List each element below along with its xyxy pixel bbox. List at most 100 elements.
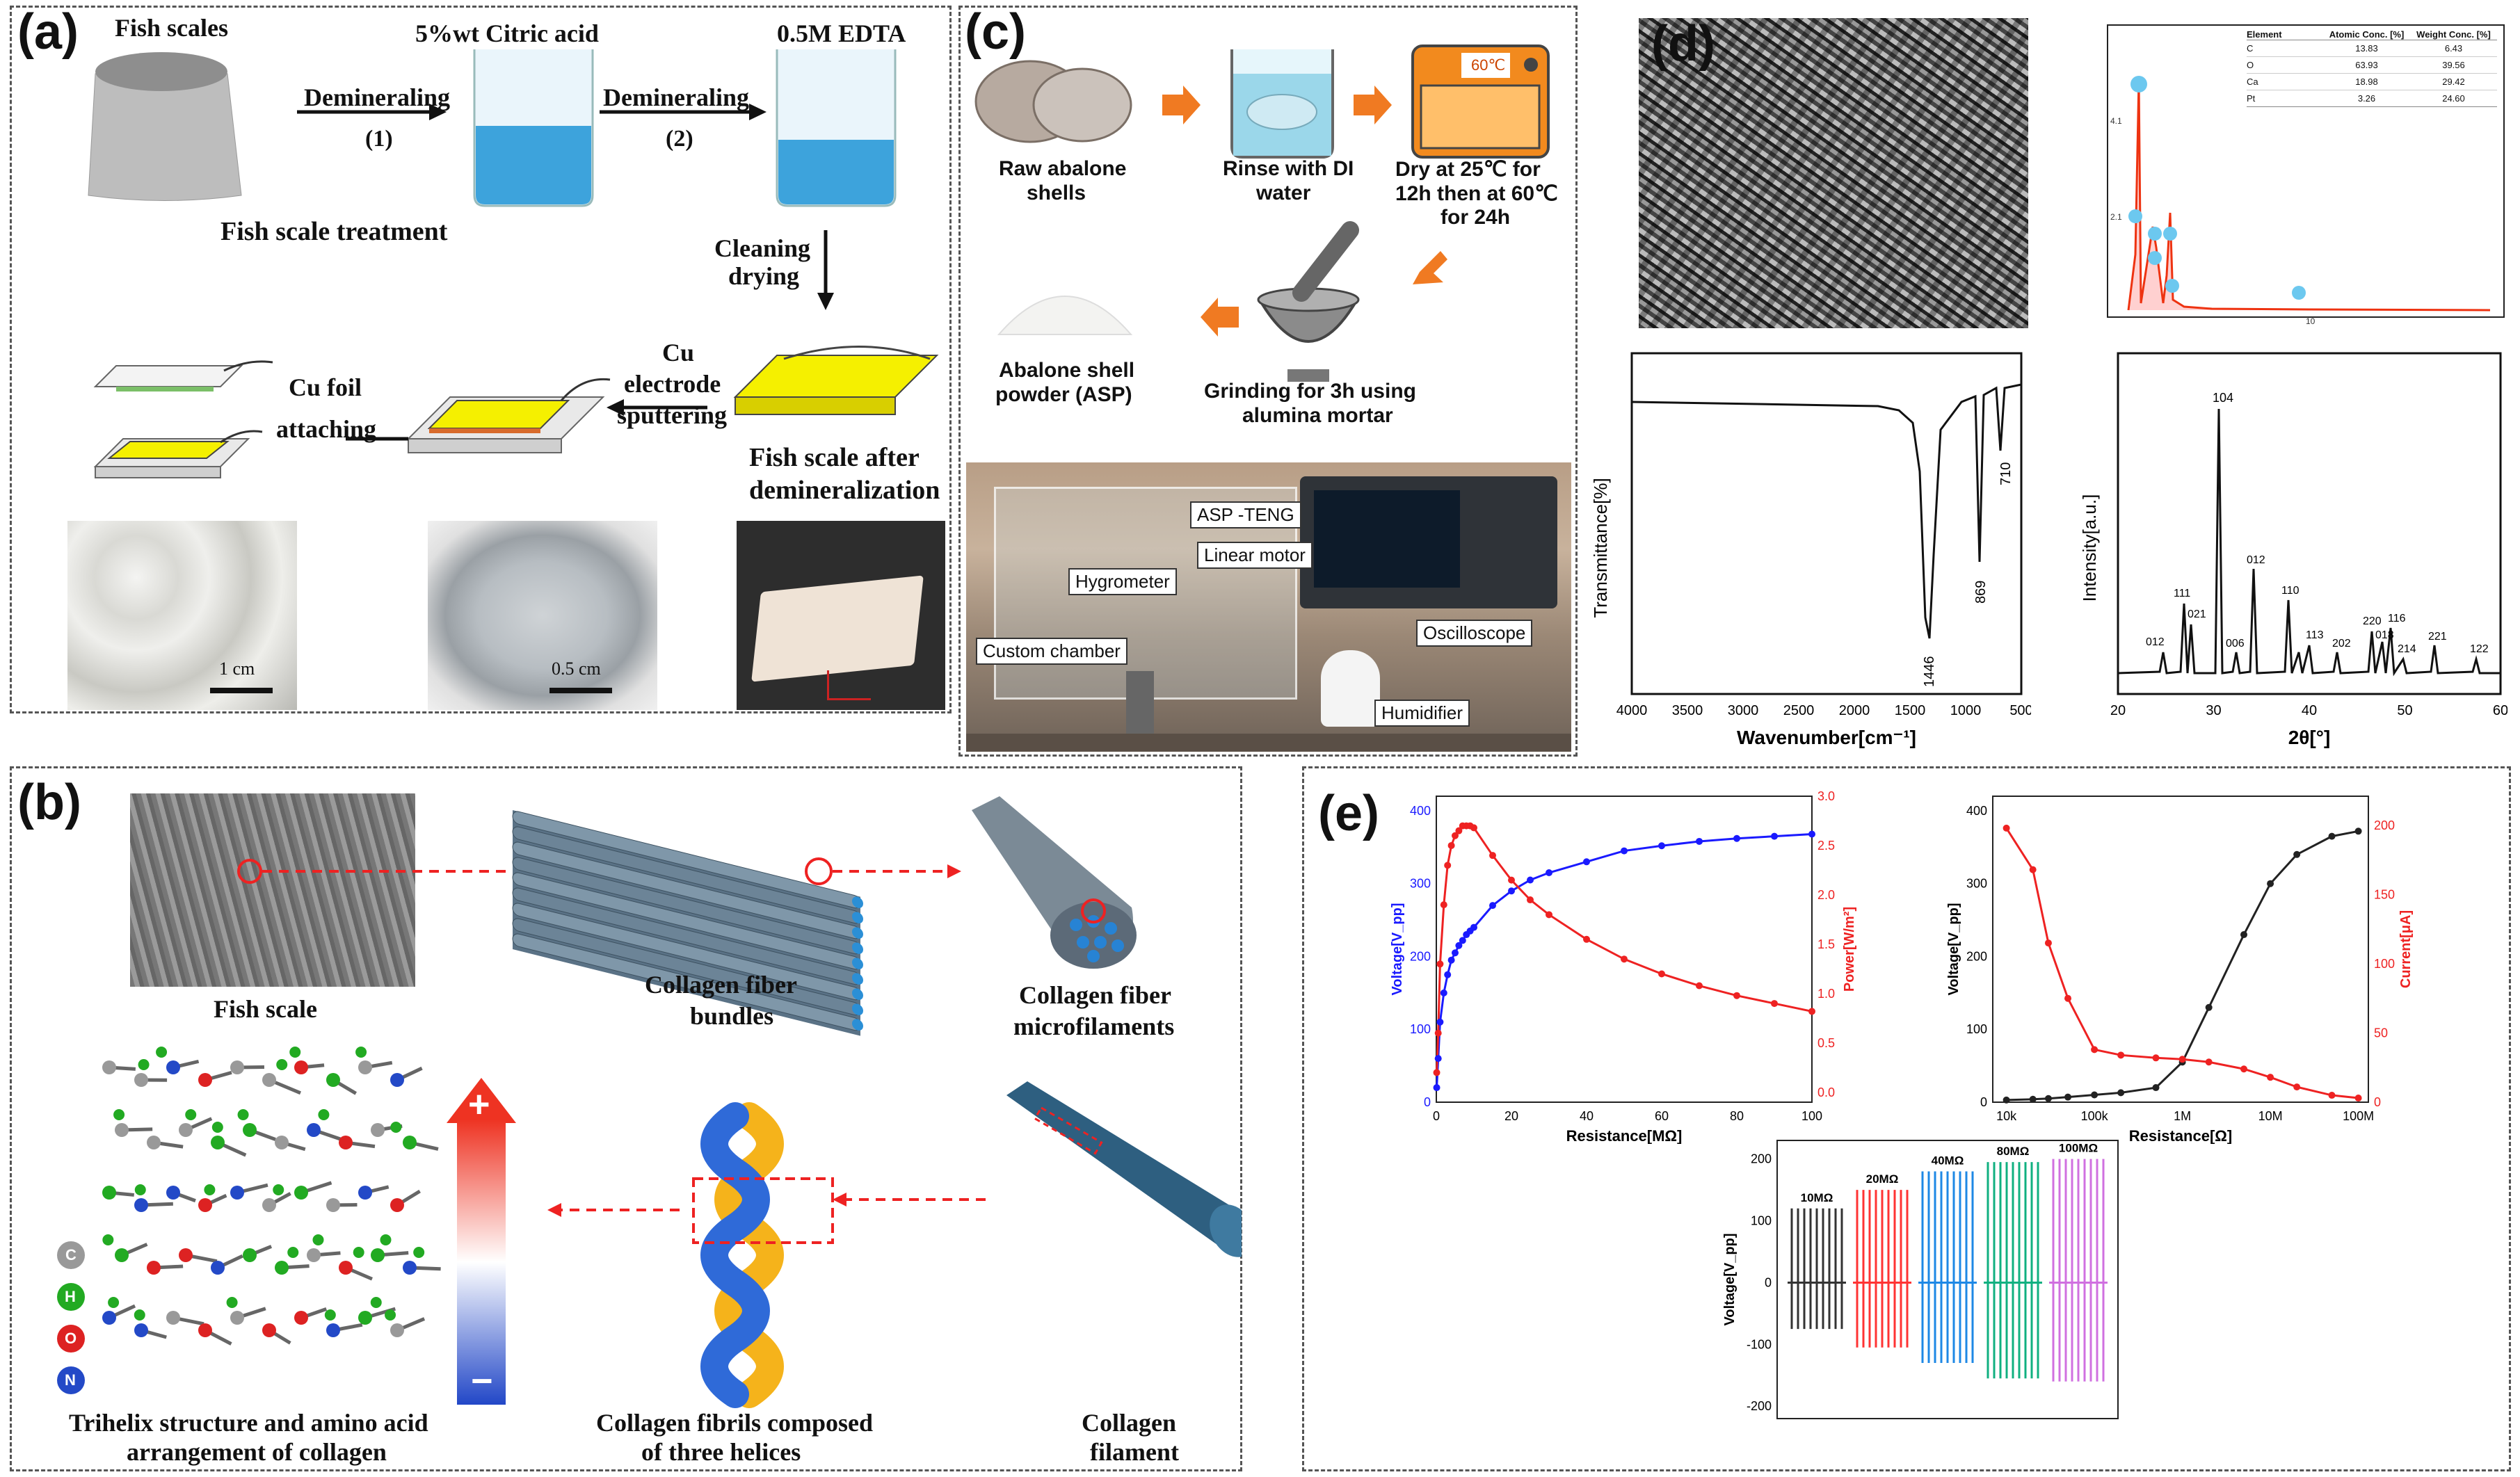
xrd-peak: 104: [2213, 391, 2233, 405]
xrd-peak: 012: [2146, 636, 2165, 648]
current-point: [2240, 1065, 2248, 1073]
x-tick-label: 80: [1730, 1109, 1744, 1123]
ftir-tick-label: 1500: [1895, 703, 1926, 718]
y2-axis-label: Power[W/m²]: [1842, 907, 1857, 992]
atom: [102, 1311, 116, 1325]
atom: [166, 1060, 180, 1074]
plus-sign: +: [468, 1083, 490, 1125]
atom: [371, 1123, 385, 1137]
atom: [294, 1186, 308, 1200]
power-point: [1771, 1000, 1778, 1008]
current-point: [2328, 1092, 2336, 1099]
atom: [353, 1247, 364, 1258]
label-custom-chamber: Custom chamber: [976, 638, 1127, 665]
atom: [237, 1109, 249, 1120]
y-axis-label: Voltage[V_pp]: [1722, 1234, 1737, 1326]
current-point: [2091, 1046, 2098, 1054]
xrd-peak: 012: [2247, 554, 2265, 566]
label-electrode: electrode: [624, 370, 721, 398]
atom: [324, 1309, 336, 1321]
label-dry-3: for 24h: [1440, 206, 1511, 229]
label-trihelix-2: arrangement of collagen: [127, 1438, 387, 1466]
y-tick-label: 100: [1410, 1022, 1431, 1036]
atom: [102, 1060, 116, 1074]
y-tick-label: 0: [1424, 1095, 1431, 1109]
eds-header-element: Element: [2247, 29, 2282, 40]
sem-image: [1639, 18, 2028, 328]
atom-n: N: [65, 1371, 76, 1389]
atom: [358, 1186, 372, 1200]
x-tick-label: 10k: [1996, 1109, 2017, 1123]
y2-tick-label: 1.5: [1817, 937, 1835, 951]
label-raw-1: Raw abalone: [999, 157, 1127, 180]
eds-cell: 39.56: [2442, 60, 2465, 70]
y2-tick-label: 0: [2374, 1095, 2381, 1109]
voltage-point: [1452, 949, 1459, 957]
scale-bar-1cm: 1 cm: [219, 659, 255, 679]
y2-tick-label: 2.5: [1817, 839, 1835, 853]
atom: [326, 1073, 340, 1087]
label-dry-1: Dry at 25℃ for: [1395, 158, 1541, 181]
atom: [413, 1247, 425, 1258]
y-axis-label: Voltage[V_pp]: [1946, 903, 1961, 996]
voltage-point: [2205, 1003, 2213, 1011]
ftir-tick-label: 3000: [1728, 703, 1759, 718]
atom: [204, 1184, 216, 1195]
atom: [198, 1198, 212, 1212]
group-label: 40MΩ: [1932, 1154, 1964, 1167]
label-cu: Cu: [662, 339, 695, 366]
voltage-point: [1808, 830, 1815, 838]
voltage-point: [1434, 1055, 1442, 1063]
panel-b-label: (b): [17, 775, 81, 830]
atom: [380, 1234, 392, 1245]
voltage-point: [1470, 923, 1477, 931]
atom: [358, 1060, 372, 1074]
label-citric: 5%wt Citric acid: [415, 19, 599, 47]
voltage-point: [1433, 1084, 1440, 1092]
x-axis-label: Resistance[MΩ]: [1566, 1127, 1683, 1144]
y2-axis-label: Current[μA]: [2398, 910, 2414, 988]
atom: [198, 1073, 212, 1087]
eds-header-atomic: Atomic Conc. [%]: [2329, 29, 2405, 40]
atom-o: O: [65, 1330, 77, 1347]
power-point: [1527, 896, 1534, 904]
current-point: [2152, 1054, 2160, 1062]
y2-tick-label: 0.5: [1817, 1036, 1835, 1050]
current-point: [2044, 939, 2052, 947]
atom: [275, 1261, 289, 1275]
x-tick-label: 60: [1655, 1109, 1669, 1123]
xrd-tick-label: 30: [2206, 703, 2221, 718]
rod-end: [852, 896, 863, 908]
voltage-point: [2152, 1084, 2160, 1092]
atom: [262, 1323, 276, 1337]
panel-a-label: (a): [17, 4, 79, 60]
atom: [243, 1248, 257, 1262]
label-asp-1: Abalone shell: [999, 359, 1135, 382]
panel-c: (c) 60℃ Raw abalone shells Rinse with DI…: [958, 4, 1578, 757]
label-linear-motor: Linear motor: [1197, 542, 1313, 569]
eds-cell: Ca: [2247, 76, 2258, 87]
label-after-2: demineralization: [749, 476, 940, 505]
voltage-point: [1455, 942, 1463, 949]
atom: [390, 1073, 404, 1087]
atom: [262, 1198, 276, 1212]
ftir-peak-869: 869: [1973, 581, 1989, 604]
eds-table: Element Atomic Conc. [%] Weight Conc. [%…: [2247, 29, 2497, 107]
voltage-point: [1440, 989, 1447, 996]
voltage-point: [2354, 828, 2362, 835]
atom: [289, 1047, 301, 1058]
y-tick-label: 300: [1966, 877, 1987, 891]
x-tick-label: 100k: [2081, 1109, 2109, 1123]
atom: [339, 1136, 353, 1149]
power-point: [1434, 1029, 1442, 1037]
y-tick-label: 300: [1410, 877, 1431, 891]
atom: [230, 1060, 244, 1074]
atom: [147, 1136, 161, 1149]
label-after-1: Fish scale after: [749, 443, 920, 472]
rod-end: [852, 912, 863, 923]
xrd-peak: 111: [2174, 588, 2190, 599]
